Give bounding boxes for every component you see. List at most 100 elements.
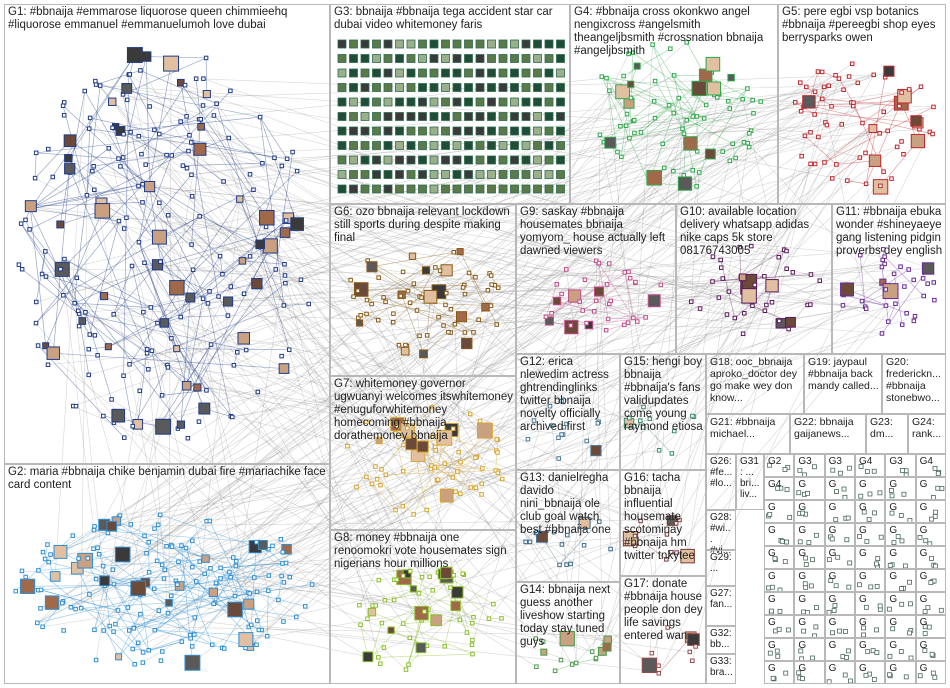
group-label-g2: G2: maria #bbnaija chike benjamin dubai …	[8, 466, 326, 491]
group-box-g14: G14: bbnaija next guess another liveshow…	[516, 582, 620, 684]
group-box-g18: G18: ooc_bbnaija aproko_doctor dey go ma…	[706, 354, 804, 414]
edge	[732, 143, 752, 247]
graph-node	[683, 136, 698, 151]
graph-node	[143, 162, 148, 167]
edge	[495, 439, 498, 471]
graph-node	[70, 533, 76, 538]
graph-node	[105, 530, 111, 536]
small-cluster-label: G	[889, 663, 898, 674]
graph-node	[184, 654, 201, 671]
graph-node	[197, 559, 203, 564]
graph-node	[159, 393, 165, 398]
graph-node	[429, 54, 439, 63]
graph-node	[628, 95, 634, 101]
graph-node	[40, 624, 45, 629]
graph-node	[182, 82, 188, 88]
small-cluster-cell: G	[794, 569, 825, 592]
edge	[202, 298, 429, 610]
graph-node	[868, 124, 878, 133]
edge	[436, 440, 443, 481]
graph-node	[418, 170, 427, 179]
graph-node	[451, 586, 464, 599]
graph-node	[544, 170, 554, 179]
graph-node	[411, 281, 417, 286]
edge	[804, 135, 837, 165]
graph-node	[599, 74, 604, 79]
edge	[185, 384, 564, 435]
edge	[458, 92, 902, 595]
edge	[288, 217, 497, 451]
graph-node	[93, 657, 99, 663]
graph-node	[348, 277, 353, 283]
edge	[127, 105, 204, 608]
edge	[47, 297, 719, 366]
graph-node	[931, 104, 936, 110]
graph-node	[418, 184, 427, 194]
edge	[35, 295, 64, 324]
graph-node	[186, 148, 191, 154]
group-box-g9: G9: saskay #bbnaija housemates bbnaija y…	[516, 204, 676, 354]
graph-node	[418, 39, 427, 49]
edge	[128, 614, 141, 631]
group-label-g6: G6: ozo bbnaija relevant lockdown still …	[334, 206, 510, 244]
graph-node	[190, 267, 196, 273]
edge	[148, 170, 674, 543]
edge	[795, 101, 933, 135]
graph-node	[407, 300, 413, 305]
graph-node	[87, 115, 93, 121]
small-cluster-cell: G	[824, 523, 855, 546]
edge	[76, 85, 101, 278]
edge	[61, 269, 95, 531]
graph-node	[706, 81, 722, 96]
graph-node	[406, 184, 416, 194]
graph-node	[429, 39, 439, 49]
edge	[606, 324, 625, 331]
graph-node	[91, 527, 97, 533]
graph-node	[690, 168, 695, 173]
graph-node	[799, 153, 804, 159]
group-label-g3: G3: bbnaija #bbnaija tega accident star …	[334, 6, 553, 31]
graph-node	[207, 289, 212, 294]
small-cluster-cell: G	[794, 546, 825, 569]
edge	[601, 76, 650, 183]
small-cluster-label: G	[768, 548, 776, 559]
graph-node	[701, 116, 707, 121]
graph-node	[406, 170, 416, 179]
graph-node	[391, 311, 396, 316]
graph-node	[470, 651, 475, 657]
graph-node	[733, 155, 738, 161]
edge	[167, 266, 373, 368]
graph-node	[290, 217, 304, 231]
edge	[132, 367, 169, 427]
edge	[545, 271, 629, 318]
graph-node	[83, 309, 88, 315]
group-box-g1: G1: #bbnaija #emmarose liquorose queen c…	[4, 4, 330, 464]
edge	[675, 171, 884, 524]
group-label-g13: G13: danielregha davido nini_bbnaija ole…	[520, 472, 611, 536]
edge	[658, 131, 931, 674]
edge	[101, 102, 796, 204]
graph-node	[406, 83, 416, 92]
graph-node	[38, 606, 43, 611]
graph-node	[885, 128, 890, 134]
graph-node	[187, 133, 192, 138]
graph-node	[372, 54, 381, 63]
edge	[162, 269, 276, 427]
edge	[44, 544, 48, 560]
graph-node	[464, 83, 473, 92]
edge	[219, 256, 223, 275]
edge	[245, 611, 425, 640]
small-cluster-cell: G	[915, 638, 946, 661]
group-box-g6: G6: ozo bbnaija relevant lockdown still …	[330, 204, 516, 376]
graph-node	[452, 54, 462, 63]
graph-node	[618, 123, 623, 129]
edge	[400, 295, 883, 334]
edge	[233, 557, 437, 621]
group-label-g29: G29: ...	[710, 552, 732, 574]
graph-node	[452, 170, 462, 179]
edge	[395, 457, 476, 511]
edge	[27, 586, 251, 648]
edge	[603, 101, 655, 143]
graph-node	[95, 353, 100, 358]
edge	[359, 53, 629, 606]
